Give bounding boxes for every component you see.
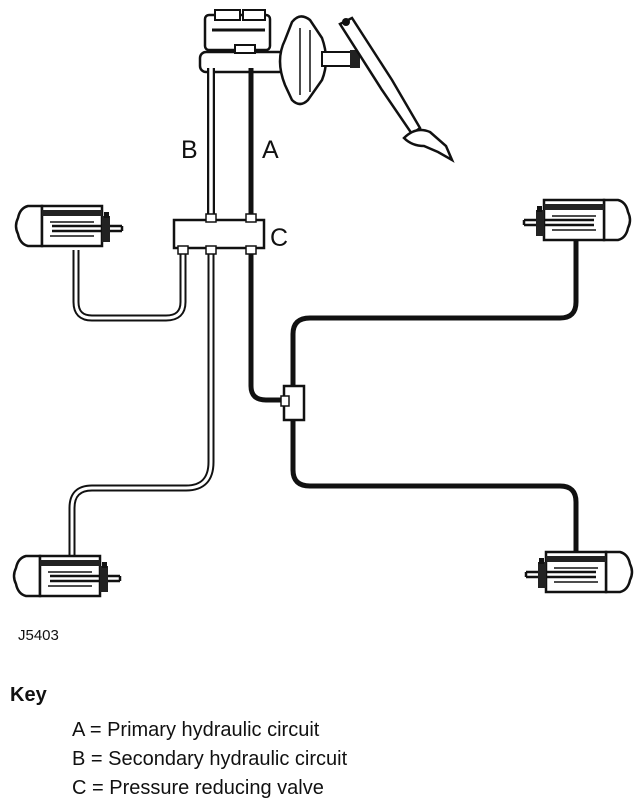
label-a: A (262, 136, 279, 164)
figure-id: J5403 (18, 627, 59, 644)
key-text: Secondary hydraulic circuit (108, 748, 348, 770)
wheel-cylinder-front-right-icon (522, 198, 632, 242)
key-sep: = (89, 719, 102, 741)
circuit-a-line (248, 68, 579, 560)
key-text: Pressure reducing valve (109, 777, 324, 799)
pressure-reducing-valve-icon (280, 384, 306, 422)
key-item-c: C = Pressure reducing valve (72, 775, 347, 801)
key-title: Key (10, 684, 47, 706)
label-c: C (270, 224, 288, 252)
brake-servo-icon (278, 15, 360, 106)
label-b: B (181, 136, 198, 164)
wheel-cylinder-rear-right-icon (524, 550, 634, 594)
wheel-cylinder-rear-left-icon (12, 554, 122, 598)
key-sep: = (92, 777, 104, 799)
key-letter: C (72, 777, 87, 799)
wheel-cylinder-front-left-icon (14, 204, 124, 248)
key-item-a: A = Primary hydraulic circuit (72, 717, 347, 743)
key-letter: A (72, 719, 85, 741)
key-sep: = (90, 748, 103, 770)
key-letter: B (72, 748, 86, 770)
key-legend: Key A = Primary hydraulic circuit B = Se… (10, 684, 347, 804)
key-item-b: B = Secondary hydraulic circuit (72, 746, 347, 772)
valve-block-icon (172, 213, 266, 255)
circuit-b-line (68, 68, 215, 560)
master-cylinder-icon (198, 9, 287, 74)
key-text: Primary hydraulic circuit (107, 719, 320, 741)
brake-pedal-icon (338, 16, 455, 163)
brake-circuit-diagram: B A C J5403 (12, 9, 634, 644)
